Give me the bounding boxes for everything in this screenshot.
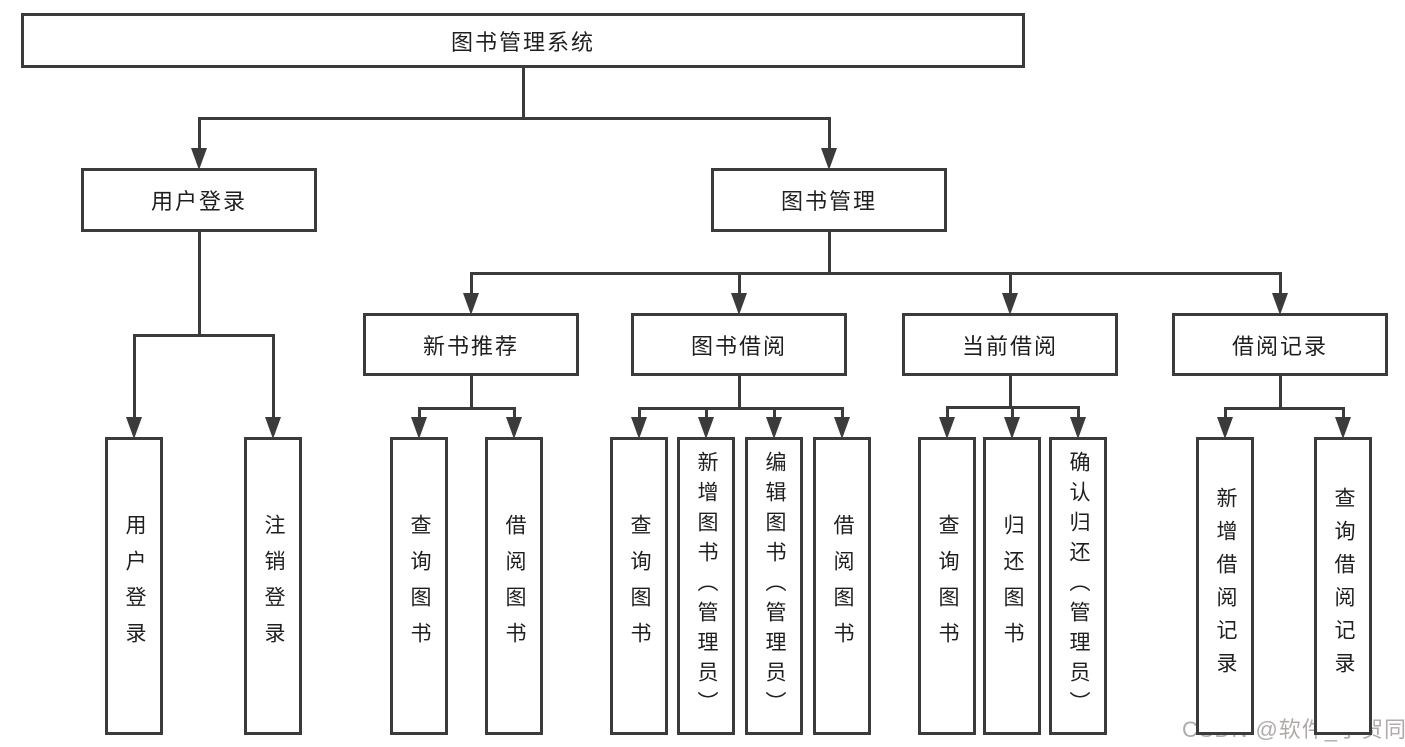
node-current-borrowing: 当前借阅 [902, 313, 1118, 376]
arrow-down-icon [265, 417, 281, 439]
arrow-down-icon [1217, 417, 1233, 439]
connector-drop [827, 118, 831, 150]
node-book-management: 图书管理 [711, 168, 947, 232]
arrow-down-icon [1070, 417, 1086, 439]
connector-drop [1010, 407, 1014, 419]
arrow-down-icon [411, 417, 427, 439]
connector-drop [945, 407, 949, 419]
connector-bus [1223, 406, 1345, 410]
connector-stem [1278, 376, 1282, 408]
connector-drop [1223, 408, 1227, 419]
node-root: 图书管理系统 [21, 13, 1025, 68]
connector-bus [417, 406, 516, 410]
arrow-down-icon [463, 293, 479, 315]
arrow-down-icon [191, 148, 207, 170]
connector-bus [197, 116, 831, 120]
arrow-down-icon [631, 417, 647, 439]
arrow-down-icon [506, 417, 522, 439]
connector-drop [637, 408, 641, 419]
connector-drop [772, 408, 776, 419]
connector-bus [637, 406, 844, 410]
connector-drop [1008, 273, 1012, 295]
connector-drop [512, 408, 516, 419]
node-edit-book-admin: 编辑图书（管理员） [745, 437, 803, 735]
connector-stem [469, 376, 473, 408]
node-return-book: 归还图书 [983, 437, 1041, 735]
connector-drop [469, 273, 473, 295]
connector-stem [197, 232, 201, 335]
node-add-borrow-record: 新增借阅记录 [1196, 437, 1254, 735]
connector-drop [271, 335, 275, 419]
node-user-login-branch: 用户登录 [81, 168, 317, 232]
node-borrow-book-1: 借阅图书 [485, 437, 543, 735]
connector-stem [827, 232, 831, 273]
node-query-books-3: 查询图书 [918, 437, 976, 735]
node-query-books-1: 查询图书 [390, 437, 448, 735]
arrow-down-icon [1272, 293, 1288, 315]
node-borrowing-records: 借阅记录 [1172, 313, 1388, 376]
node-confirm-return-admin: 确认归还（管理员） [1049, 437, 1107, 735]
connector-drop [840, 408, 844, 419]
node-logout-login: 注销登录 [244, 437, 302, 735]
connector-bus [132, 333, 275, 337]
connector-drop [132, 335, 136, 419]
node-query-borrow-record: 查询借阅记录 [1314, 437, 1372, 735]
node-query-books-2: 查询图书 [610, 437, 668, 735]
arrow-down-icon [939, 417, 955, 439]
node-new-book-recommend: 新书推荐 [363, 313, 579, 376]
connector-drop [737, 273, 741, 295]
connector-drop [197, 118, 201, 150]
arrow-down-icon [766, 417, 782, 439]
connector-stem [1008, 376, 1012, 407]
connector-bus [469, 271, 1282, 275]
connector-drop [1076, 407, 1080, 419]
node-borrow-book-2: 借阅图书 [813, 437, 871, 735]
arrow-down-icon [1004, 417, 1020, 439]
connector-stem [737, 376, 741, 408]
arrow-down-icon [1002, 293, 1018, 315]
node-book-borrowing: 图书借阅 [631, 313, 847, 376]
connector-drop [1278, 273, 1282, 295]
connector-drop [1341, 408, 1345, 419]
arrow-down-icon [698, 417, 714, 439]
connector-drop [417, 408, 421, 419]
node-add-book-admin: 新增图书（管理员） [677, 437, 735, 735]
connector-drop [704, 408, 708, 419]
node-user-login: 用户登录 [105, 437, 163, 735]
arrow-down-icon [1335, 417, 1351, 439]
connector-stem [521, 68, 525, 118]
arrow-down-icon [834, 417, 850, 439]
arrow-down-icon [821, 148, 837, 170]
arrow-down-icon [126, 417, 142, 439]
arrow-down-icon [731, 293, 747, 315]
